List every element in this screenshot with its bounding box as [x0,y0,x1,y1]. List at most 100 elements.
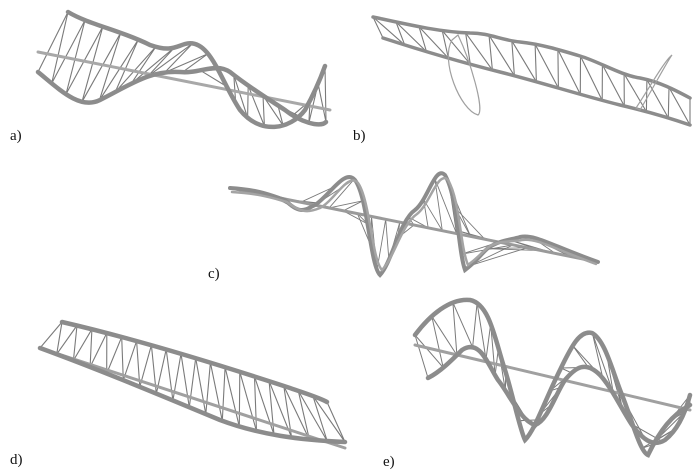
panel-a-diagonal-member [262,95,265,127]
panel-a-diagonal-member [164,42,194,74]
panel-b-out-of-plane-loop-right [635,54,673,111]
panel-b-vertical-member [465,32,471,65]
panel-b-diagonal-member [579,55,603,101]
panel-b-vertical-member [488,34,493,71]
panel-d-diagonal-member [72,324,78,362]
panel-b-diagonal-member [441,29,471,65]
panel-d-diagonal-member [239,371,258,432]
panel-e-vertical-member [452,302,458,356]
panel-d-vertical-member [188,357,197,408]
panel-c-lower-chord [230,176,598,272]
panel-e-diagonal-member [414,334,444,369]
panel-e-bottom-chord [425,344,693,446]
panel-b-vertical-member [511,40,515,77]
panel-b-vertical-member [534,43,537,83]
panel-d-axis-chord [38,346,347,450]
panel-d-vertical-member [89,332,108,368]
panel-a-vertical-member [98,39,139,101]
panel-a-diagonal-member [181,53,209,73]
panel-b-diagonal-member [465,32,493,71]
panel-c-diagonal-member [470,247,528,266]
panel-d-vertical-member [122,340,138,381]
panel-d-diagonal-member [180,353,190,408]
panel-b-label: b) [353,128,366,144]
panel-b-truss-mode: b) [353,15,692,144]
panel-e-vertical-member [414,334,429,379]
panel-e-vertical-member [591,332,604,379]
panel-d-vertical-member [72,328,93,362]
panel-a-vertical-member [81,32,122,103]
panel-c-diagonal-member [342,200,364,212]
panel-d-vertical-member [253,375,258,432]
panel-c-diagonal-member [434,178,457,234]
panel-a-top-chord [65,9,328,130]
panel-d-diagonal-member [195,357,207,415]
panel-b-vertical-member [441,29,449,59]
panel-e-axis-chord [413,343,692,412]
panel-e-truss-mode: e) [383,297,693,470]
panel-b-diagonal-member [601,64,625,107]
panel-a-vertical-member [247,85,265,127]
panel-c-diagonal-member [454,207,486,240]
panel-b-diagonal-member [557,49,581,95]
panel-d-vertical-member [238,371,241,428]
panel-d-diagonal-member [121,336,124,381]
panel-a-vertical-member [130,47,175,85]
panel-a-label: a) [10,128,22,144]
panel-b-vertical-member [645,79,648,113]
panel-e-vertical-member [472,302,478,348]
panel-d-vertical-member [297,390,310,441]
panel-b-diagonal-member [395,21,428,53]
panel-b-diagonal-member [511,40,537,83]
panel-b-out-of-plane-loop-left [447,34,481,116]
panel-d-diagonal-member [297,390,328,442]
panel-a-diagonal-member [317,83,327,123]
panel-c-label: c) [208,266,220,282]
panel-a-diagonal-member [65,19,86,95]
panel-e-diagonal-member [476,302,487,360]
panel-d-vertical-member [312,395,328,442]
panel-d-web-members [39,321,346,443]
panel-b-vertical-member [418,26,428,53]
panel-d-diagonal-member [224,366,240,428]
panel-a-vertical-member [51,19,86,84]
panel-a-diagonal-member [51,11,69,84]
panel-e-diagonal-member [591,332,614,395]
panel-c-diagonal-member [328,178,355,209]
panel-e-label: e) [383,454,395,470]
panel-b-diagonal-member [488,34,515,77]
panel-a-diagonal-member [277,104,284,126]
panel-c-axis-chord [228,186,600,264]
panel-d-vertical-member [205,362,211,415]
panel-c-vertical-member [328,200,364,209]
panel-d-vertical-member [56,324,78,355]
panel-d-vertical-member [326,401,346,443]
panel-d-vertical-member [106,336,123,375]
panel-b-diagonal-member [668,86,691,126]
panel-c-diagonal-member [423,198,443,232]
panel-a-diagonal-member [247,85,249,119]
panel-a-vertical-member [262,95,284,126]
panel-e-top-chord [412,297,693,458]
panel-b-vertical-member [557,49,559,89]
panel-b-diagonal-member [534,43,559,89]
panel-c-vertical-member [385,218,390,261]
panel-a-vertical-member [37,11,69,73]
panel-b-vertical-member [372,16,384,39]
panel-e-diagonal-member [431,315,458,356]
panel-a-vertical-member [324,65,327,123]
panel-d-diagonal-member [56,321,63,355]
panel-a-bottom-chord [35,65,329,127]
panel-d-top-chord [59,319,330,405]
panel-e-vertical-member [572,345,589,368]
panel-a-vertical-member [114,46,157,93]
panel-a-vertical-member [233,74,249,119]
panel-d-bottom-chord [37,345,348,445]
panel-d-vertical-member [39,321,63,349]
panel-e-web-members [414,302,691,449]
panel-d-label: d) [10,452,23,468]
panel-a-diagonal-member [114,39,139,93]
panel-b-vertical-member [667,86,670,119]
panel-e-diagonal-member [452,302,474,348]
